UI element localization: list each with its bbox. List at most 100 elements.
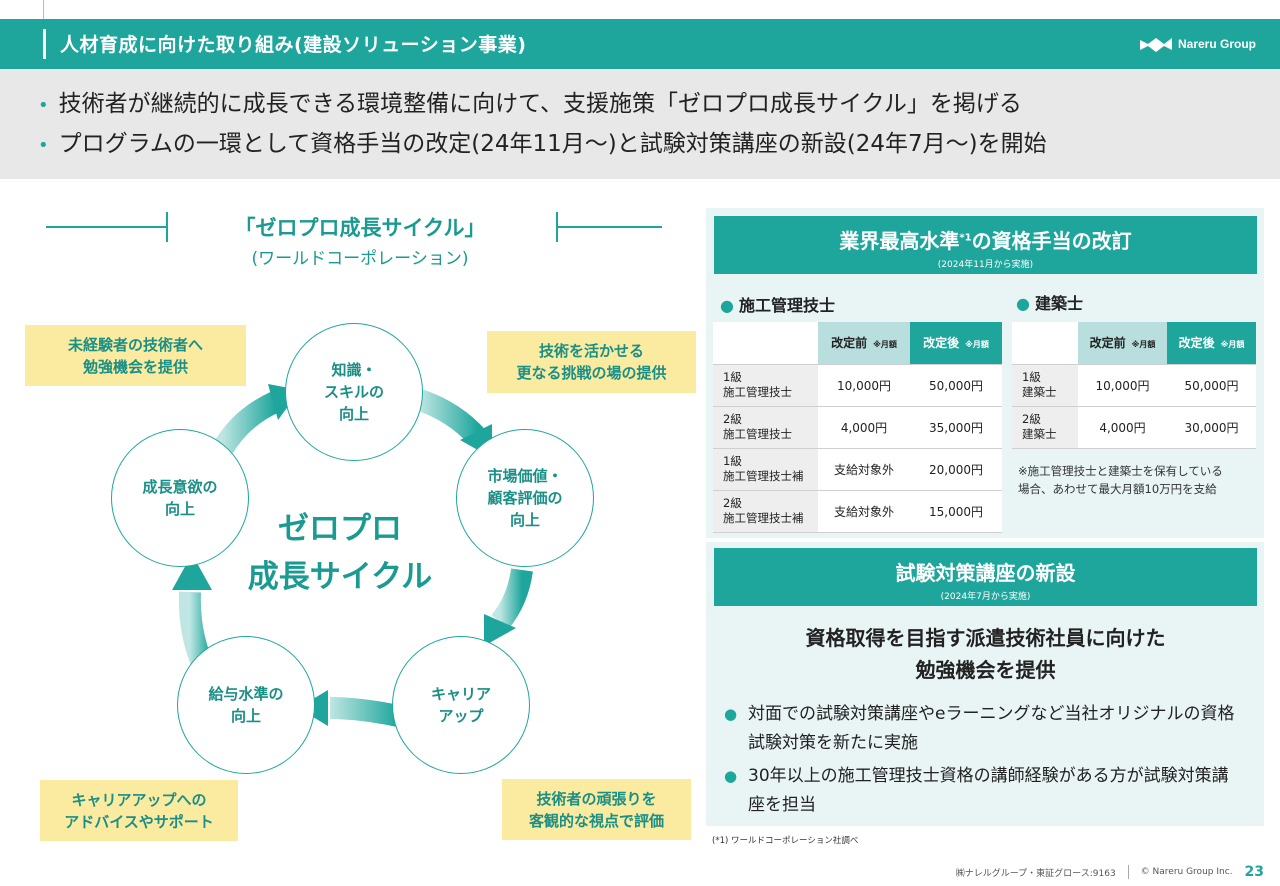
cell-after: 35,000円 [910,406,1002,449]
cell-before: 4,000円 [1078,406,1167,449]
page-header: 人材育成に向けた取り組み(建設ソリューション事業) Nareru Group [0,19,1280,69]
node-text: 給与水準の [208,685,284,703]
list-item-text: 対面での試験対策講座やeラーニングなど当社オリジナルの資格試験対策を新たに実施 [748,704,1235,753]
allowance-subtitle: (2024年11月から実施) [937,260,1034,270]
cycle-arrows [172,384,533,727]
logo-text: Nareru Group [1177,37,1256,51]
row-label: 1級施工管理技士補 [713,448,818,491]
cycle-subtitle: (ワールドコーポレーション) [251,249,469,269]
note-text: 未経験者の技術者へ [67,335,203,354]
note-text: キャリアアップへの [71,790,207,809]
bullet-icon: ● [724,705,738,723]
top-tick [43,0,44,19]
list-item-text: 30年以上の施工管理技士資格の講師経験がある方が試験対策講座を担当 [748,766,1229,815]
table-header-blank [713,322,818,365]
col-after: 改定後※月額 [1167,322,1256,365]
node-salary: 給与水準の向上 [177,636,315,774]
table-header-row: 改定前※月額 改定後※月額 [1012,322,1256,365]
row-label: 2級施工管理技士 [713,406,818,449]
table-header-row: 改定前※月額 改定後※月額 [713,322,1002,365]
cell-before: 支給対象外 [818,448,910,491]
deco-tick-left [166,212,168,242]
col-before: 改定前※月額 [818,322,910,365]
summary-list: • 技術者が継続的に成長できる環境整備に向けて、支援施策「ゼロプロ成長サイクル」を… [38,85,1047,165]
note-text: 勉強機会を提供 [82,357,188,376]
section-label-text: 建築士 [1034,294,1083,313]
arrow-right-bottom [484,568,533,646]
cell-before: 10,000円 [1078,364,1167,407]
company-logo: Nareru Group [1139,36,1256,52]
page-footer: ㈱ナレルグループ・東証グロース:9163 © Nareru Group Inc.… [956,864,1264,880]
note-bottom-left: キャリアアップへのアドバイスやサポート [40,780,238,841]
note-bottom-right: 技術者の頑張りを客観的な視点で評価 [502,779,691,840]
node-text: 成長意欲の [142,478,218,496]
node-text: 知識・ [331,361,377,379]
study-subtitle: (2024年7月から実施) [940,592,1031,602]
allowance-header: 業界最高水準*1の資格手当の改訂 (2024年11月から実施) [714,216,1257,274]
cell-before: 4,000円 [818,406,910,449]
summary-item: •プログラムの一環として資格手当の改定(24年11月～)と試験対策講座の新設(2… [38,125,1047,165]
cell-before: 支給対象外 [818,490,910,533]
summary-item: • 技術者が継続的に成長できる環境整備に向けて、支援施策「ゼロプロ成長サイクル」を… [38,85,1047,125]
center-line: 成長サイクル [247,559,433,595]
footer-copyright: © Nareru Group Inc. [1140,867,1233,877]
node-market-value: 市場価値・顧客評価の向上 [456,429,594,567]
node-text: 向上 [338,405,369,423]
deco-line-left [46,226,166,228]
node-text: 向上 [230,707,261,725]
section-label-text: 施工管理技士 [738,296,835,315]
cycle-title: 「ゼロプロ成長サイクル」 [234,216,486,240]
node-motivation: 成長意欲の向上 [111,429,249,567]
note-text: 更なる挑戦の場の提供 [516,364,667,382]
list-item: ● 30年以上の施工管理技士資格の講師経験がある方が試験対策講座を担当 [724,762,1244,820]
bullet-icon: ● [1016,294,1030,313]
node-text: 向上 [164,500,195,518]
cell-after: 15,000円 [910,490,1002,533]
summary-text: 技術者が継続的に成長できる環境整備に向けて、支援施策「ゼロプロ成長サイクル」を掲… [58,91,1022,117]
bullet-icon: ● [724,767,738,785]
cycle-center-label: ゼロプロ 成長サイクル [230,505,450,601]
node-text: 向上 [509,511,540,529]
page-number: 23 [1244,864,1264,880]
allowance-title: 業界最高水準*1の資格手当の改訂 [839,229,1132,253]
node-text: 市場価値・ [487,467,563,485]
bullet-icon: • [38,95,49,116]
note-top-left: 未経験者の技術者へ勉強機会を提供 [25,325,246,386]
header-bar [43,29,46,59]
study-list: ● 対面での試験対策講座やeラーニングなど当社オリジナルの資格試験対策を新たに実施… [724,700,1244,824]
footer-separator [1127,865,1129,879]
note-text: 技術を活かせる [538,342,644,360]
node-text: 顧客評価の [487,489,563,507]
table-header-blank [1012,322,1078,365]
list-item: ● 対面での試験対策講座やeラーニングなど当社オリジナルの資格試験対策を新たに実施 [724,700,1244,758]
footer-company: ㈱ナレルグループ・東証グロース:9163 [955,868,1116,879]
row-label: 1級建築士 [1012,364,1078,407]
col-after: 改定後※月額 [910,322,1002,365]
deco-line-right [558,226,662,228]
note-text: アドバイスやサポート [64,812,214,831]
note-text: 技術者の頑張りを [536,789,657,808]
section-label-sekou: ●施工管理技士 [720,292,835,316]
nareru-logo-icon [1139,38,1172,52]
cell-after: 50,000円 [910,364,1002,407]
note-top-right: 技術を活かせる更なる挑戦の場の提供 [487,331,696,393]
node-text: アップ [438,707,484,725]
note-text: 客観的な視点で評価 [528,811,664,830]
section-label-kenchiku: ●建築士 [1016,290,1083,314]
cell-after: 30,000円 [1167,406,1256,449]
study-title: 試験対策講座の新設 [895,561,1076,585]
source-footnote: (*1) ワールドコーポレーション社調べ [712,836,859,846]
cell-before: 10,000円 [818,364,910,407]
bullet-icon: ● [720,296,734,315]
row-label: 2級建築士 [1012,406,1078,449]
study-header: 試験対策講座の新設 (2024年7月から実施) [714,548,1257,606]
bullet-icon: • [38,135,49,156]
row-label: 2級施工管理技士補 [713,490,818,533]
